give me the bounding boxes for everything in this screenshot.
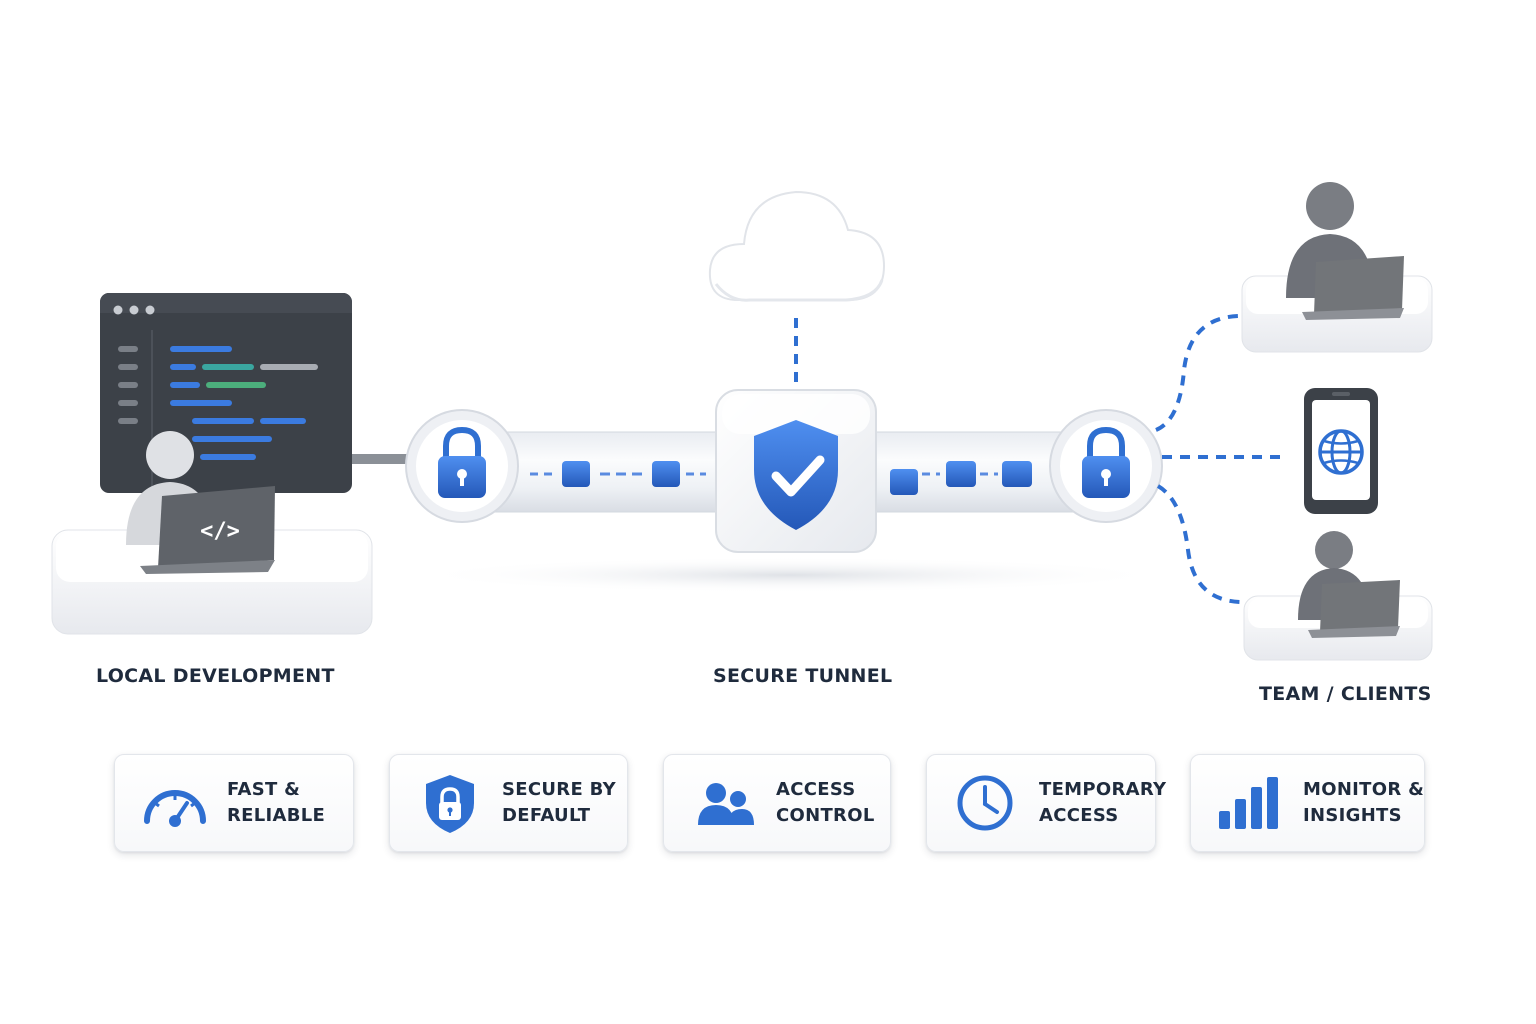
data-packets [530, 461, 1032, 495]
feature-label-line1: TEMPORARY [1039, 779, 1167, 800]
bar-chart-icon [1215, 773, 1287, 833]
feature-card-monitor-insights: MONITOR & INSIGHTS [1190, 754, 1425, 852]
caption-secure-tunnel: SECURE TUNNEL [713, 665, 893, 687]
shield-lock-icon [414, 773, 486, 833]
feature-card-temporary-access: TEMPORARY ACCESS [926, 754, 1166, 852]
feature-label-line1: MONITOR & [1303, 779, 1425, 800]
feature-card-fast-reliable: FAST & RELIABLE [114, 754, 354, 852]
client-link-bottom [1156, 484, 1241, 604]
padlock-icon [438, 426, 486, 498]
developer-laptop: </> [140, 486, 275, 574]
feature-label-line1: FAST & [227, 779, 301, 800]
lock-node-right [1049, 409, 1163, 523]
caption-local-development: LOCAL DEVELOPMENT [96, 665, 335, 687]
cloud-icon [708, 190, 886, 302]
tunnel-shadow [410, 557, 1170, 593]
feature-card-access-control: ACCESS CONTROL [663, 754, 891, 852]
globe-icon [1318, 429, 1364, 475]
clock-icon [951, 773, 1023, 833]
feature-label-line2: RELIABLE [227, 805, 326, 826]
code-brackets-icon: </> [200, 519, 240, 544]
feature-label-line2: CONTROL [776, 805, 875, 826]
feature-label-line2: DEFAULT [502, 805, 591, 826]
feature-label-line1: SECURE BY [502, 779, 616, 800]
feature-card-secure-by-default: SECURE BY DEFAULT [389, 754, 628, 852]
client-phone [1304, 388, 1378, 514]
client-link-top [1155, 314, 1239, 432]
client-user-top [1241, 182, 1433, 353]
feature-label-line2: ACCESS [1039, 805, 1119, 826]
lock-node-left [405, 409, 519, 523]
caption-team-clients: TEAM / CLIENTS [1259, 683, 1432, 705]
team-clients-node [1155, 182, 1433, 661]
padlock-icon [1082, 426, 1130, 498]
users-icon [688, 773, 760, 833]
shield-check-icon [754, 420, 838, 530]
connector-cable [340, 454, 420, 464]
feature-label-line2: INSIGHTS [1303, 805, 1402, 826]
client-user-bottom [1243, 531, 1433, 661]
speedometer-icon [139, 773, 211, 833]
feature-label-line1: ACCESS [776, 779, 856, 800]
secure-tunnel [405, 190, 1163, 553]
security-gateway-cube [715, 389, 877, 553]
code-editor-window [100, 293, 352, 493]
local-development-node: </> [51, 293, 420, 635]
